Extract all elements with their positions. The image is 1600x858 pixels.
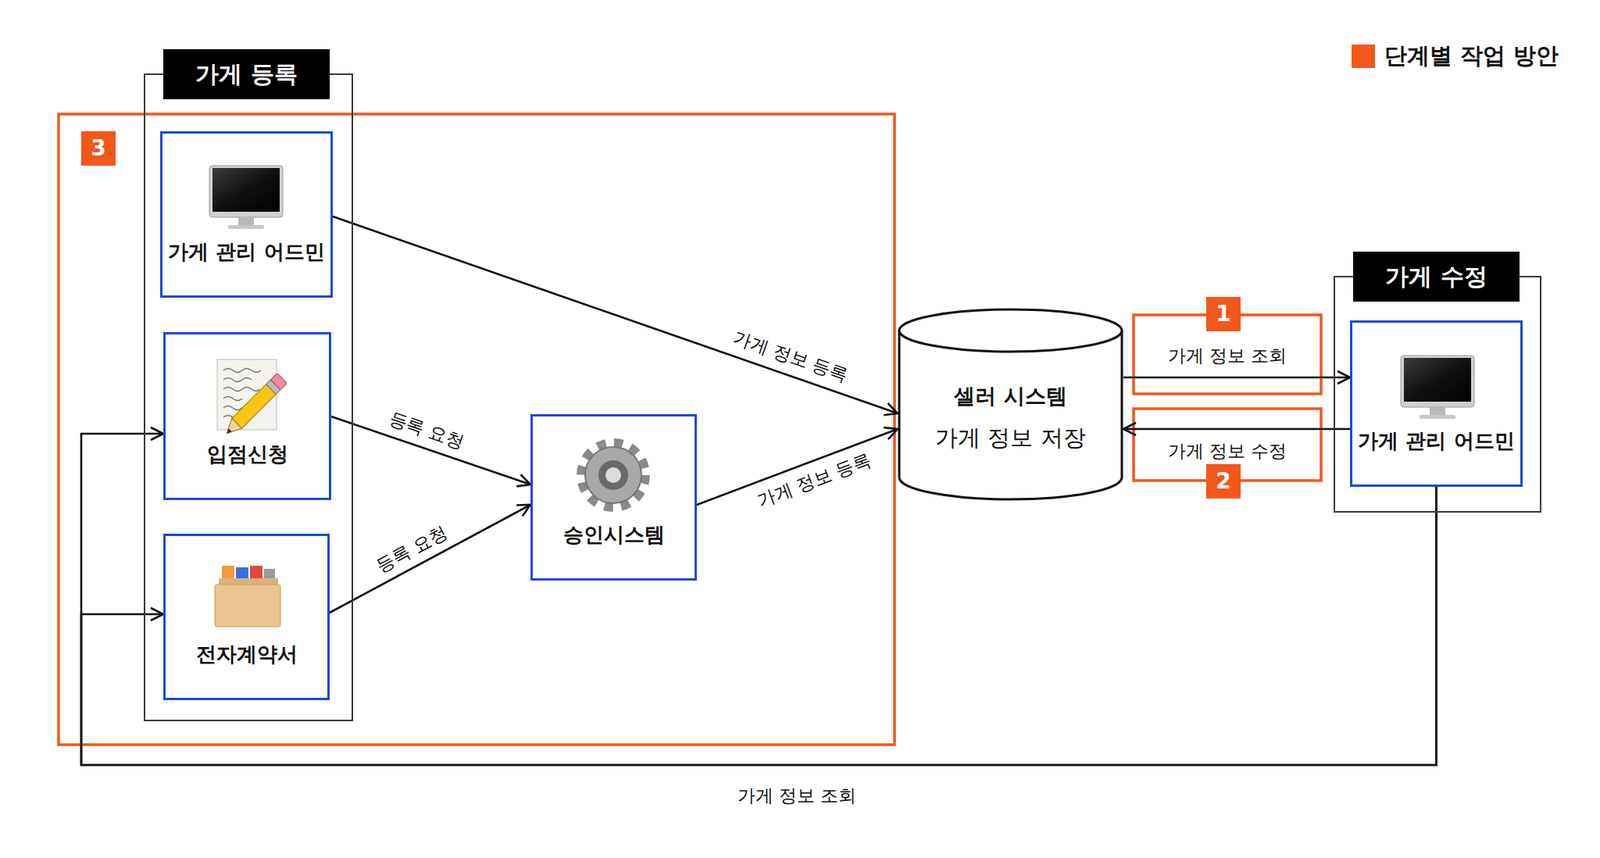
cylinder-body-text: 가게 정보 저장: [935, 422, 1086, 454]
cylinder-top: [899, 309, 1122, 352]
group-title: 가게 수정: [1353, 251, 1520, 302]
connector: [332, 216, 898, 414]
gear-icon: [582, 443, 645, 507]
connector: [1123, 376, 1350, 379]
process-box: 입점신청: [163, 332, 332, 500]
database-cylinder: 셀러 시스템가게 정보 저장: [897, 307, 1124, 501]
callout-number: 2: [1206, 464, 1241, 499]
edge-label: 가게 정보 등록: [727, 323, 855, 390]
edge-label: 가게 정보 조회: [1164, 342, 1291, 369]
process-box: 가게 관리 어드민: [160, 131, 333, 298]
edge-label: 가게 정보 조회: [734, 782, 861, 809]
connector: [1123, 428, 1350, 431]
process-box: 가게 관리 어드민: [1350, 320, 1523, 487]
stage-frame: [58, 114, 895, 745]
process-box: 승인시스템: [530, 414, 697, 581]
cylinder-body: [899, 329, 1122, 500]
edge-label: 등록 요청: [368, 517, 455, 581]
legend-text: 단계별 작업 방안: [1384, 40, 1559, 72]
edge-label: 가게 정보 수정: [1164, 438, 1291, 465]
connector: [81, 486, 1437, 765]
monitor-icon: [1400, 355, 1475, 419]
box-label: 입점신청: [207, 440, 289, 468]
callout-number: 1: [1206, 296, 1241, 332]
box-label: 승인시스템: [563, 521, 665, 549]
connector: [81, 433, 1437, 765]
legend-row: 단계별 작업 방안: [1351, 40, 1559, 72]
legend-swatch: [1351, 44, 1375, 68]
cylinder-title: 셀러 시스템: [953, 382, 1067, 411]
connector: [329, 504, 531, 613]
group-outline: 가게 수정가게 관리 어드민: [1333, 275, 1542, 513]
callout-number: 3: [81, 131, 116, 166]
group-title: 가게 등록: [163, 49, 330, 100]
box-label: 전자계약서: [196, 640, 298, 668]
group-outline: 가게 등록가게 관리 어드민입점신청전자계약서: [143, 73, 354, 722]
application-icon: [217, 359, 287, 439]
box-label: 가게 관리 어드민: [167, 238, 325, 266]
process-box: 전자계약서: [163, 533, 330, 700]
box-label: 가게 관리 어드민: [1357, 427, 1515, 455]
edge-label: 가게 정보 등록: [750, 446, 878, 515]
monitor-icon: [209, 165, 283, 229]
filebox-icon: [214, 565, 281, 627]
